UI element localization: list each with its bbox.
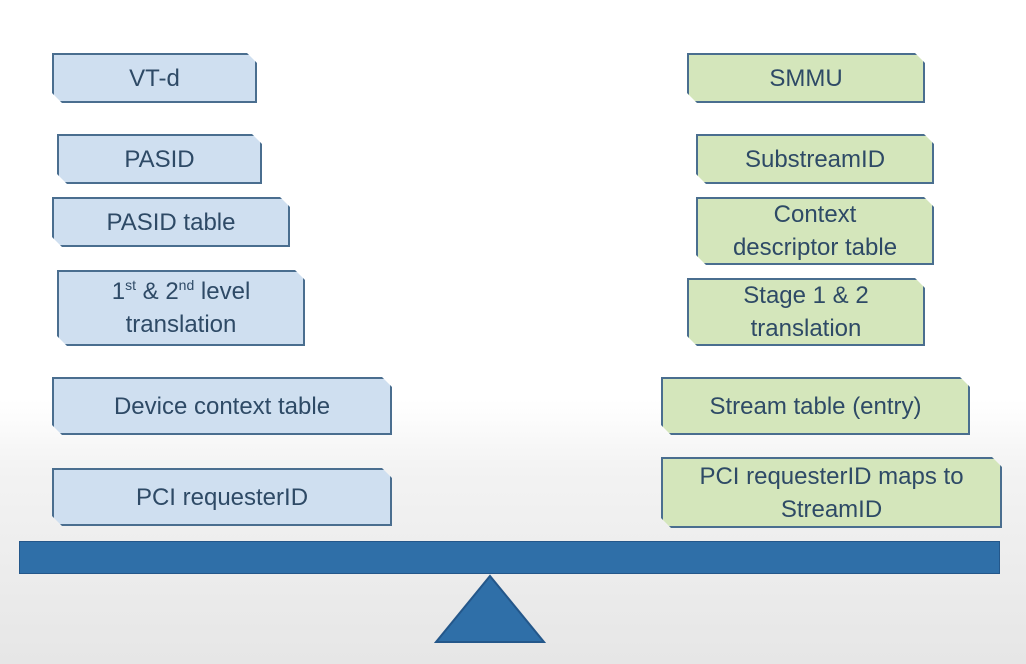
device-context-table-box: Device context table [52, 377, 392, 435]
pasid-label: PASID [124, 145, 195, 173]
pci-maps-box: PCI requesterID maps to StreamID [661, 457, 1002, 528]
substream-id-box: SubstreamID [696, 134, 934, 184]
context-descriptor-table-box: Context descriptor table [696, 197, 934, 265]
stage-translation-box: Stage 1 & 2 translation [687, 278, 925, 346]
vtd-box: VT-d [52, 53, 257, 103]
translation-box: 1st & 2nd level translation [57, 270, 305, 346]
context-descriptor-table-label: Context descriptor table [732, 201, 898, 261]
device-context-table-label: Device context table [113, 392, 331, 420]
vtd-label: VT-d [129, 64, 180, 92]
stage-translation-label: Stage 1 & 2 translation [743, 282, 869, 342]
stream-table-box: Stream table (entry) [661, 377, 970, 435]
fulcrum-triangle [434, 574, 546, 643]
pasid-table-box: PASID table [52, 197, 290, 247]
balance-beam [19, 541, 1000, 574]
stream-table-label: Stream table (entry) [709, 392, 922, 420]
pasid-table-label: PASID table [106, 208, 236, 236]
pasid-box: PASID [57, 134, 262, 184]
pci-maps-label: PCI requesterID maps to StreamID [699, 462, 964, 523]
smmu-label: SMMU [769, 64, 843, 92]
substream-id-label: SubstreamID [744, 145, 886, 173]
pci-requester-id-box: PCI requesterID [52, 468, 392, 526]
smmu-box: SMMU [687, 53, 925, 103]
translation-label: 1st & 2nd level translation [111, 277, 251, 338]
pci-requester-id-label: PCI requesterID [135, 483, 309, 511]
